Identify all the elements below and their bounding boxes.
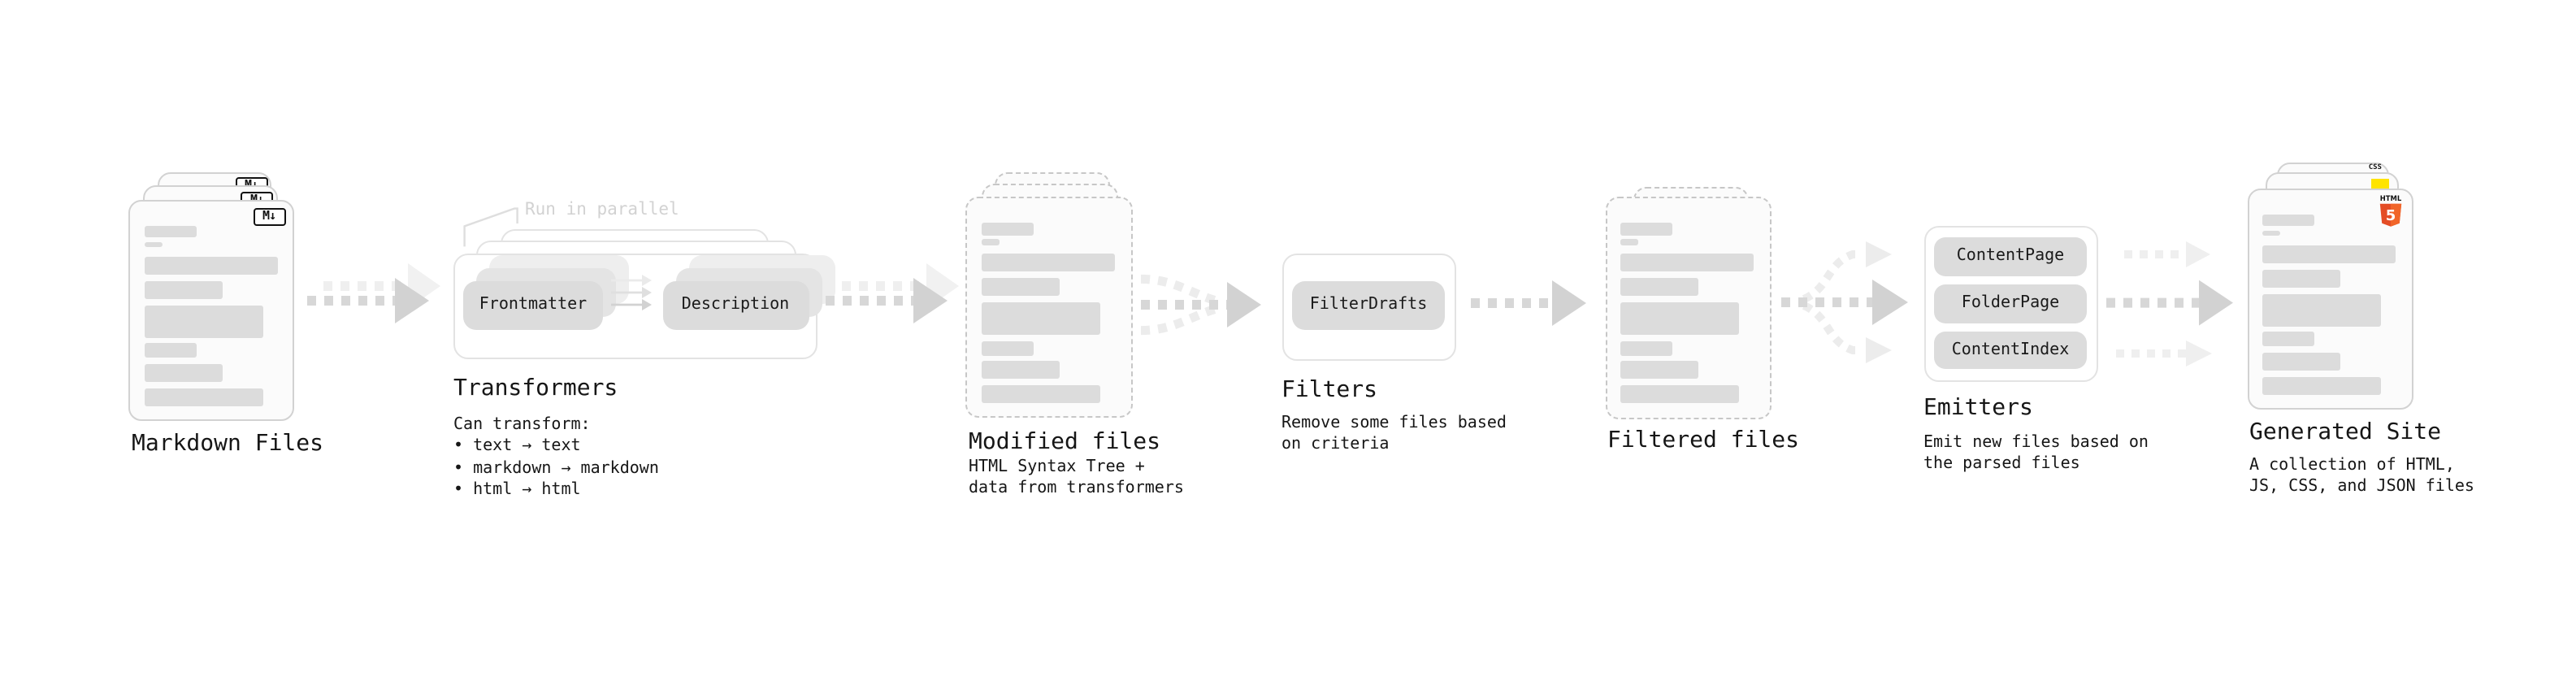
triple-arrow-icon	[2106, 241, 2233, 367]
document-front	[965, 197, 1133, 418]
doc-line	[981, 302, 1099, 335]
doc-line	[1620, 361, 1698, 379]
doc-line	[144, 343, 196, 358]
doc-line	[1620, 340, 1672, 355]
doc-line	[2262, 230, 2280, 236]
stage-caption: Can transform: • text → text • markdown …	[453, 416, 659, 499]
document-text-lines	[2262, 214, 2396, 394]
doc-line	[981, 361, 1059, 379]
stage-label: Modified files	[969, 429, 1161, 455]
doc-line	[2262, 269, 2340, 287]
markdown-icon: M↓	[253, 208, 285, 225]
doc-line	[981, 340, 1033, 355]
doc-line	[1620, 385, 1739, 403]
content-index-chip: ContentIndex	[1934, 331, 2087, 369]
doc-line	[1620, 302, 1739, 335]
doc-line	[1620, 223, 1672, 235]
parallel-arrows-icon	[611, 275, 652, 310]
doc-line	[1620, 239, 1638, 245]
flow-arrow-icon	[307, 263, 440, 323]
folder-page-chip: FolderPage	[1934, 284, 2087, 323]
doc-line	[2262, 352, 2340, 370]
stage-caption: Remove some files based on criteria	[1281, 414, 1507, 454]
doc-line	[981, 278, 1059, 296]
svg-text:5: 5	[2385, 206, 2396, 223]
svg-text:HTML: HTML	[2379, 193, 2401, 202]
doc-line	[2262, 245, 2396, 262]
note-run-in-parallel: Run in parallel	[525, 199, 679, 219]
flow-arrow-icon	[826, 263, 959, 323]
split-arrow-icon	[1781, 241, 1908, 363]
doc-line	[144, 305, 262, 337]
doc-line	[981, 223, 1033, 235]
doc-line	[2262, 214, 2314, 226]
doc-line	[144, 225, 196, 237]
stage-label: Filters	[1281, 377, 1378, 403]
flow-arrow-icon	[1471, 280, 1586, 326]
filter-drafts-chip: FilterDrafts	[1292, 280, 1445, 329]
html5-icon: HTML 5	[2379, 193, 2401, 226]
doc-line	[1620, 278, 1698, 296]
callout-line	[463, 207, 518, 247]
stage-label: Generated Site	[2249, 419, 2442, 445]
stage-caption: HTML Syntax Tree + data from transformer…	[969, 458, 1184, 498]
transformer-description-chip: Description	[662, 280, 809, 329]
document-front-html: HTML 5	[2247, 188, 2413, 410]
stage-label: Emitters	[1923, 394, 2033, 420]
stage-label: Transformers	[453, 375, 618, 401]
doc-line	[981, 385, 1099, 403]
document-text-lines	[144, 225, 277, 406]
doc-line	[981, 254, 1114, 271]
merge-arrow-icon	[1140, 274, 1261, 336]
doc-line	[144, 388, 262, 406]
doc-line	[2262, 293, 2381, 326]
js-badge-icon	[2370, 179, 2389, 189]
stage-label: Filtered files	[1607, 427, 1800, 453]
document-text-lines	[1620, 223, 1754, 403]
doc-line	[144, 256, 277, 274]
stage-caption: A collection of HTML, JS, CSS, and JSON …	[2249, 457, 2474, 497]
doc-line	[144, 363, 222, 381]
css-badge-icon: CSS	[2368, 164, 2382, 172]
stage-caption: Emit new files based on the parsed files	[1923, 434, 2149, 474]
content-page-chip: ContentPage	[1934, 237, 2087, 275]
doc-line	[981, 239, 999, 245]
stage-label: Markdown Files	[132, 431, 324, 457]
document-front: M↓	[128, 199, 293, 421]
doc-line	[144, 280, 222, 298]
doc-line	[2262, 332, 2314, 346]
transformer-frontmatter-chip: Frontmatter	[463, 280, 603, 329]
document-text-lines	[981, 223, 1115, 403]
doc-line	[2262, 376, 2381, 394]
doc-line	[1620, 254, 1754, 271]
document-front	[1605, 197, 1771, 419]
doc-line	[144, 241, 162, 247]
